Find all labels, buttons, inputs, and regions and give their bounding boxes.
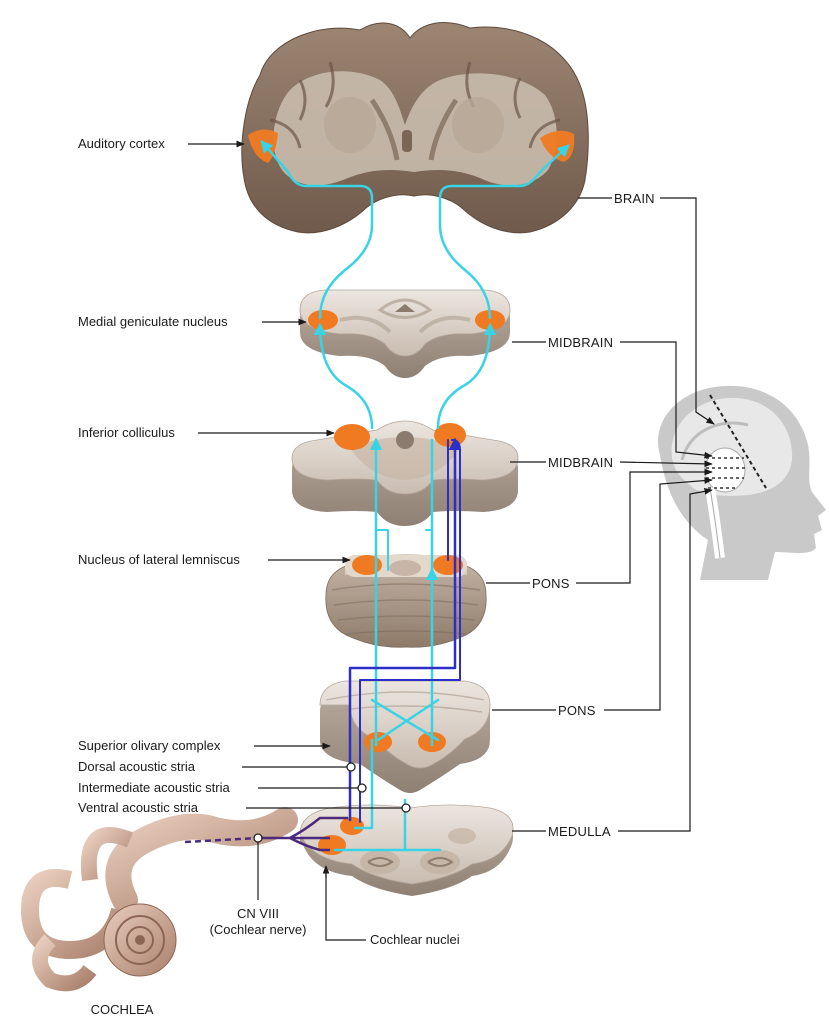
pons-lower-section: [319, 680, 491, 793]
right-labels: BRAIN MIDBRAIN MIDBRAIN PONS PONS MEDULL…: [486, 191, 715, 839]
pons-upper-section: [325, 554, 487, 648]
auditory-pathways: [260, 140, 570, 852]
label-superior-olivary: Superior olivary complex: [78, 738, 221, 753]
brain-coronal-section: [241, 22, 589, 234]
label-midbrain-2: MIDBRAIN: [548, 455, 613, 470]
label-medial-geniculate: Medial geniculate nucleus: [78, 314, 228, 329]
label-cochlear-nerve: (Cochlear nerve): [210, 922, 307, 937]
midbrain-ic-section: [291, 420, 519, 526]
label-midbrain-1: MIDBRAIN: [548, 335, 613, 350]
bottom-labels: CN VIII (Cochlear nerve) Cochlear nuclei…: [91, 842, 460, 1017]
label-pons-2: PONS: [558, 703, 596, 718]
label-ventral-stria: Ventral acoustic stria: [78, 800, 199, 815]
label-lateral-lemniscus: Nucleus of lateral lemniscus: [78, 552, 240, 567]
label-brain: BRAIN: [614, 191, 655, 206]
label-inferior-colliculus: Inferior colliculus: [78, 425, 175, 440]
left-labels: Auditory cortex Medial geniculate nucleu…: [78, 136, 402, 815]
label-pons-1: PONS: [532, 576, 570, 591]
label-dorsal-stria: Dorsal acoustic stria: [78, 759, 196, 774]
label-cn-viii: CN VIII: [237, 906, 279, 921]
midbrain-mgn-section: [299, 289, 511, 378]
label-medulla: MEDULLA: [548, 824, 611, 839]
cochlear-nerve: [184, 816, 348, 852]
head-silhouette: [658, 385, 826, 580]
label-auditory-cortex: Auditory cortex: [78, 136, 165, 151]
cochlea-illustration: [20, 807, 298, 992]
label-cochlear-nuclei: Cochlear nuclei: [370, 932, 460, 947]
label-intermediate-stria: Intermediate acoustic stria: [78, 780, 231, 795]
label-cochlea: COCHLEA: [91, 1002, 154, 1017]
